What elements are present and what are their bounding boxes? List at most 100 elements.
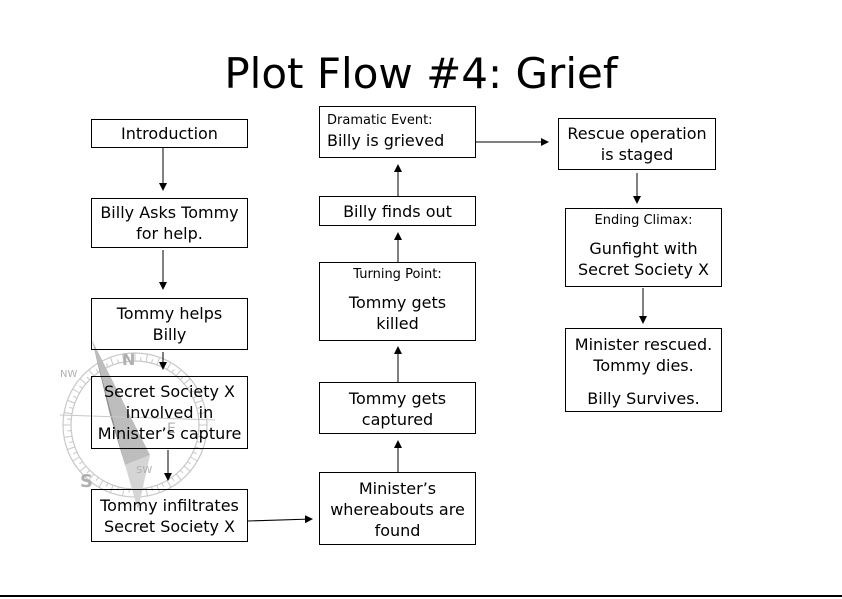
bottom-rule — [0, 595, 842, 597]
compass-tick — [109, 357, 114, 366]
compass-tick — [151, 359, 154, 364]
box-text: Billy Asks Tommy — [100, 203, 239, 222]
compass-tick — [171, 477, 175, 481]
box-label: Dramatic Event: — [327, 113, 433, 128]
compass-tick — [196, 441, 201, 444]
compass-tick — [196, 406, 201, 409]
box-billy-asks-tommy: Billy Asks Tommy for help. — [91, 198, 248, 248]
compass-tick — [187, 461, 191, 465]
box-text: Minister rescued. — [574, 335, 713, 354]
compass-tick — [175, 473, 182, 481]
compass-s-label: S — [80, 471, 93, 492]
box-text: Tommy infiltrates — [100, 496, 239, 515]
box-text: Rescue operation — [567, 124, 707, 143]
box-text: Billy finds out — [343, 202, 452, 221]
compass-tick — [190, 388, 198, 394]
compass-tick — [183, 378, 191, 385]
compass-tick — [197, 435, 206, 438]
compass-tick — [179, 376, 184, 381]
compass-tick — [197, 412, 206, 415]
box-text: Introduction — [121, 124, 218, 143]
compass-tick — [72, 388, 80, 394]
compass-tick — [79, 465, 87, 472]
box-text: Tommy gets — [348, 389, 447, 408]
compass-tick — [166, 480, 172, 488]
box-dramatic-event: Dramatic Event: Billy is grieved — [319, 106, 476, 158]
box-ending-climax: Ending Climax: Gunfight with Secret Soci… — [565, 208, 722, 287]
compass-tick — [88, 473, 95, 481]
compass-tick — [109, 484, 114, 493]
box-text: Secret Society X — [577, 260, 710, 279]
compass-watermark-icon: N S E NW SW — [59, 340, 216, 510]
compass-tick — [171, 369, 175, 373]
box-text: Minister’s — [358, 479, 437, 498]
compass-tick — [192, 395, 197, 399]
box-text: Billy — [152, 325, 187, 344]
compass-tick — [88, 369, 95, 377]
compass-sw-label: SW — [136, 465, 152, 476]
compass-tick — [69, 406, 74, 409]
box-turning-point: Turning Point: Tommy gets killed — [319, 262, 476, 341]
compass-tick — [187, 385, 191, 389]
compass-tick — [72, 456, 80, 462]
compass-tick — [79, 385, 83, 389]
box-text: killed — [376, 314, 419, 333]
box-text: Secret Society X — [103, 382, 236, 401]
box-text: Minister’s capture — [97, 424, 242, 443]
compass-tick — [190, 456, 198, 462]
compass-tick — [192, 451, 197, 455]
box-text: whereabouts are — [330, 500, 465, 519]
compass-tick — [156, 484, 161, 493]
compass-tick — [79, 461, 83, 465]
box-text: Tommy helps — [116, 304, 223, 323]
compass-tick — [116, 486, 119, 491]
box-tommy-infiltrates: Tommy infiltrates Secret Society X — [91, 489, 248, 542]
compass-tick — [194, 399, 203, 404]
box-introduction: Introduction — [91, 119, 248, 148]
compass-tick — [69, 441, 74, 444]
compass-tick — [179, 469, 184, 474]
arrow-infiltrates-to-whereabouts — [247, 515, 313, 524]
compass-tick — [116, 359, 119, 364]
compass-tick — [166, 362, 172, 370]
compass-tick — [64, 435, 73, 438]
compass-tick — [79, 378, 87, 385]
compass-tick — [145, 354, 148, 363]
compass-tick — [95, 369, 99, 373]
compass-tick — [183, 465, 191, 472]
compass-tick — [122, 354, 125, 363]
box-text: for help. — [136, 224, 203, 243]
box-text: Tommy dies. — [593, 356, 694, 375]
compass-tick — [95, 477, 99, 481]
box-text: is staged — [600, 145, 674, 164]
box-text: Secret Society X — [103, 517, 236, 536]
compass-tick — [98, 480, 104, 488]
compass-tick — [161, 482, 165, 487]
compass-tick — [86, 376, 91, 381]
box-text: involved in — [125, 403, 214, 422]
box-text: found — [374, 521, 421, 540]
box-text: Gunfight with — [589, 239, 698, 258]
compass-tick — [105, 363, 109, 368]
compass-tick — [67, 399, 76, 404]
page-title: Plot Flow #4: Grief — [224, 49, 618, 98]
box-minister-rescued: Minister rescued. Tommy dies. Billy Surv… — [565, 328, 722, 412]
box-whereabouts-found: Minister’s whereabouts are found — [319, 472, 476, 545]
compass-tick — [67, 446, 76, 451]
box-text: captured — [361, 410, 434, 429]
compass-tick — [156, 357, 161, 366]
box-tommy-helps-billy: Tommy helps Billy — [91, 298, 248, 350]
compass-tick — [105, 482, 109, 487]
box-tommy-captured: Tommy gets captured — [319, 382, 476, 434]
box-rescue-operation: Rescue operation is staged — [558, 118, 716, 170]
compass-tick — [73, 451, 78, 455]
box-label: Ending Climax: — [594, 213, 693, 228]
box-text: Billy is grieved — [327, 131, 445, 150]
compass-n-label: N — [122, 350, 135, 369]
compass-tick — [86, 469, 91, 474]
compass-tick — [175, 369, 182, 377]
compass-e-label: E — [167, 421, 176, 437]
box-text: Tommy gets — [348, 293, 447, 312]
compass-tick — [151, 486, 154, 491]
